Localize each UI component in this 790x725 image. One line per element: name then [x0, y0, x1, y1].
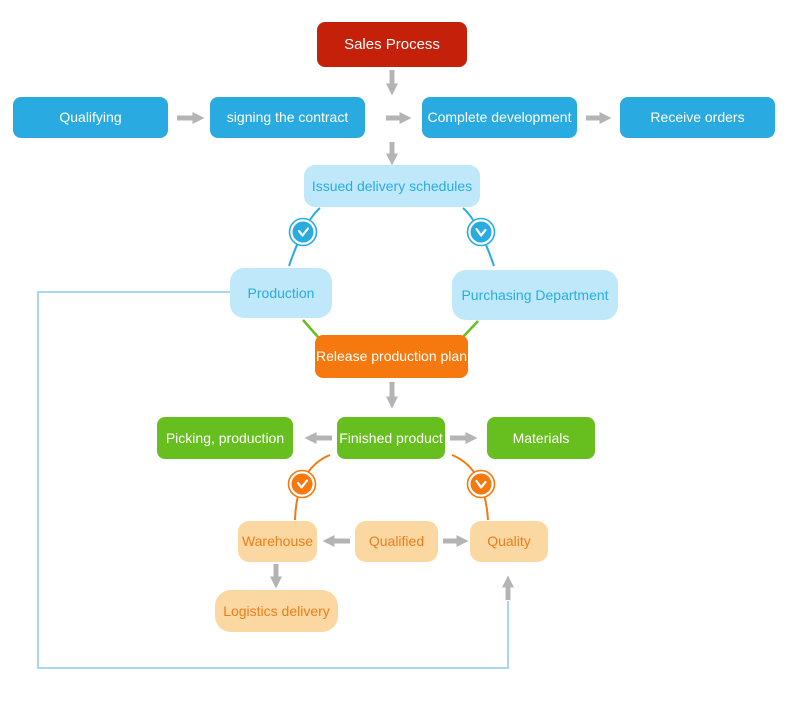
clock-icon: [466, 469, 496, 499]
node-complete-development: Complete development: [422, 97, 577, 138]
node-finished-product: Finished product: [337, 417, 445, 459]
clock-icon: [466, 217, 496, 247]
node-qualifying: Qualifying: [13, 97, 168, 138]
node-issued-delivery-schedules: Issued delivery schedules: [304, 165, 480, 207]
node-qualified: Qualified: [355, 521, 438, 562]
node-quality: Quality: [470, 521, 548, 562]
node-receive-orders: Receive orders: [620, 97, 775, 138]
node-production: Production: [230, 268, 332, 318]
node-materials: Materials: [487, 417, 595, 459]
node-release-production-plan: Release production plan: [315, 335, 468, 378]
node-picking-production: Picking, production: [157, 417, 293, 459]
clock-icon: [288, 217, 318, 247]
node-warehouse: Warehouse: [238, 521, 317, 562]
clock-icon: [287, 469, 317, 499]
node-logistics-delivery: Logistics delivery: [215, 590, 338, 632]
node-sales-process: Sales Process: [317, 22, 467, 67]
node-signing-the-contract: signing the contract: [210, 97, 365, 138]
node-purchasing-department: Purchasing Department: [452, 270, 618, 320]
